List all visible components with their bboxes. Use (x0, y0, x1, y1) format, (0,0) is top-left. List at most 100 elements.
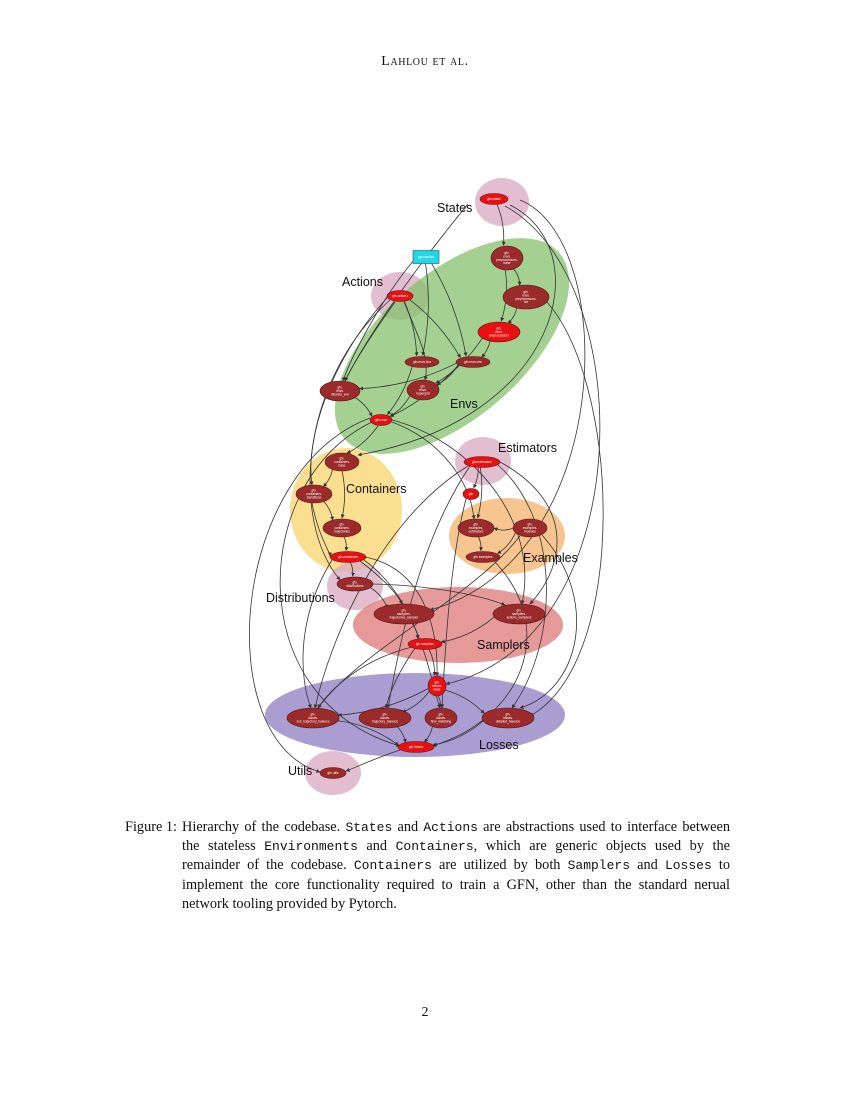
codebase-hierarchy-diagram: gfn.statesgymnasiumgfn.envs.preprocessor… (249, 178, 604, 795)
edge-discrete-to-envs (353, 396, 373, 417)
module-node-shape (490, 245, 524, 271)
module-node-shape (295, 484, 333, 504)
module-node-env: gfn.envs.env (455, 356, 491, 368)
module-node-label: gfn.losses (409, 745, 424, 749)
edge-actions-to-box (403, 301, 419, 357)
group-label-estimators: Estimators (498, 441, 557, 455)
module-node-label: envs. (522, 293, 530, 297)
group-label-samplers: Samplers (477, 638, 530, 652)
edge-box-to-envs (387, 366, 413, 416)
edge-subtb-to-losses (337, 720, 399, 746)
module-node-label: samplers. (397, 612, 411, 616)
caption-text-run: to implement the core functionality requ… (182, 857, 731, 912)
module-node-label: estimators (469, 530, 484, 534)
group-label-losses: Losses (479, 738, 519, 752)
module-node-shape (369, 414, 393, 426)
module-node-shape (322, 518, 362, 538)
module-node-shape (358, 707, 412, 729)
module-node-label: losses. (432, 684, 442, 688)
caption-label: Figure 1: (125, 819, 178, 835)
module-node-shape (424, 707, 458, 729)
module-node-shape (457, 518, 495, 538)
module-node-label: modules (524, 530, 536, 534)
module-node-label: losses. (308, 716, 318, 720)
edge-gymnasium-to-discrete (342, 259, 415, 382)
module-node-samplers: gfn.samplers (407, 638, 443, 650)
module-node-db: gfn.losses.detailed_balance (481, 707, 535, 729)
module-node-examples: gfn.examples (465, 551, 501, 563)
edge-estimators-to-ex_est (476, 467, 483, 519)
caption-text-run: Hierarchy of the codebase. (182, 819, 346, 835)
caption-text-run: are abstractions used to interface betwe… (182, 819, 730, 855)
module-node-shape (479, 193, 509, 205)
module-node-shape (463, 456, 501, 468)
caption-text: Hierarchy of the codebase. States and Ac… (182, 818, 730, 914)
caption-code-term: Environments (264, 839, 358, 855)
module-node-label: hypergrid (416, 392, 430, 396)
module-node-shape (512, 518, 548, 538)
edge-envs-to-ex_est (391, 421, 476, 520)
module-node-ex_mod: gfn.examples.modules (512, 518, 548, 538)
edge-ex_mod-to-ex_est (493, 527, 514, 532)
module-node-shape (336, 576, 374, 592)
edge-samplers-to-tb (384, 647, 416, 709)
module-node-shape (386, 290, 414, 302)
module-node-shape (492, 603, 546, 625)
module-node-label: gfn. (523, 290, 528, 294)
module-node-label: gfn.actions (392, 294, 408, 298)
module-node-box: gfn.envs.box (404, 356, 440, 368)
module-node-label: examples. (469, 526, 484, 530)
edge-fm-to-losses (424, 725, 434, 743)
module-node-prep_base: gfn.envs.preprocessors.base (490, 245, 524, 271)
module-node-loss_base: gfn.losses.base (427, 675, 447, 697)
module-node-label: gfn. (339, 457, 344, 461)
module-node-prep: gfn.envs.preprocessors (477, 321, 521, 343)
module-node-label: gfn.samplers (416, 642, 435, 646)
module-node-label: hot (524, 300, 529, 304)
edge-estimators-to-gfn (473, 467, 479, 489)
module-node-shape (319, 380, 361, 402)
edge-hypergrid-to-envs (389, 395, 411, 417)
module-node-shape (319, 767, 347, 779)
module-node-shape (324, 452, 360, 472)
module-node-utils: gfn.utils (319, 767, 347, 779)
caption-code-term: Containers (353, 858, 432, 874)
edge-prep_base-to-prep_hot (513, 268, 522, 286)
edge-loss_base-to-fm (437, 695, 443, 708)
module-node-label: gfn. (352, 580, 357, 584)
edge-env-to-discrete (359, 362, 457, 391)
module-node-label: discrete_env (331, 393, 349, 397)
edge-loss_base-to-subtb (337, 688, 429, 717)
caption-code-term: Actions (423, 820, 478, 835)
caption-code-term: Losses (664, 858, 712, 874)
module-node-envs: gfn.envs (369, 414, 393, 426)
edge-actions-to-discrete (344, 301, 396, 382)
group-region-losses (265, 673, 565, 757)
module-node-label: envs. (503, 254, 511, 258)
module-node-label: containers. (334, 526, 350, 530)
module-node-label: detailed_balance (496, 720, 520, 724)
edge-containers-to-subtb (302, 559, 333, 709)
edge-containers-to-distributions (349, 562, 356, 577)
module-node-label: gfn. (339, 523, 344, 527)
edge-ex_mod-to-db (519, 534, 577, 709)
module-node-cont_traj: gfn.containers.trajectories (322, 518, 362, 538)
edge-envs-to-cont_base (346, 425, 379, 454)
module-node-label: base (339, 464, 346, 468)
module-node-fm: gfn.losses.flow_matching (424, 707, 458, 729)
module-node-tb: gfn.losses.trajectory_balance (358, 707, 412, 729)
module-node-subtb: gfn.losses.sub_trajectory_balance (286, 707, 340, 729)
module-node-label: containers. (306, 492, 322, 496)
module-node-label: gfn. (310, 713, 315, 717)
module-node-label: gfn. (473, 523, 478, 527)
module-node-label: preprocessors (489, 334, 510, 338)
module-node-actions: gfn.actions (386, 290, 414, 302)
module-node-shape (427, 675, 447, 697)
module-node-label: gfn.states (487, 197, 501, 201)
module-node-label: gfn. (527, 523, 532, 527)
edge-ex_est-to-examples (477, 536, 484, 552)
module-node-shape (502, 284, 550, 310)
group-label-actions: Actions (342, 275, 383, 289)
edge-cont_base-to-cont_traj (340, 470, 346, 519)
edge-estimators-to-db (497, 464, 547, 709)
